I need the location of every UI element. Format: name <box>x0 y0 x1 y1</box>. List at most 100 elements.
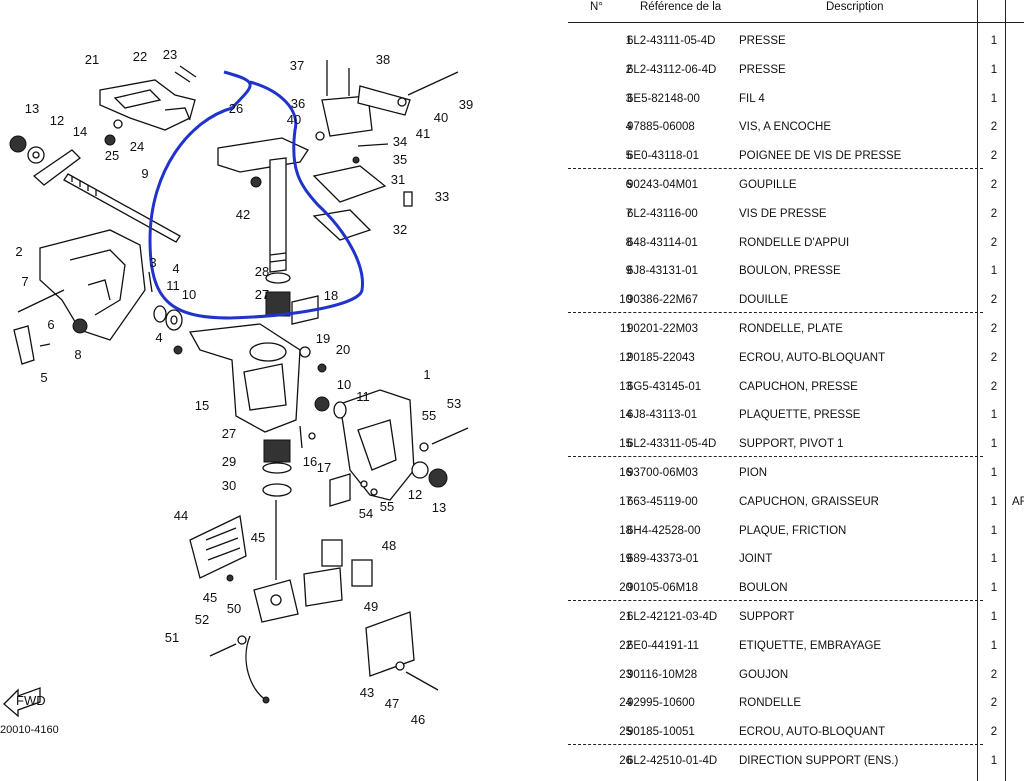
part-bracket-right <box>314 389 415 507</box>
callout-number: 46 <box>411 712 425 727</box>
row-reference: 648-43114-01 <box>627 236 698 249</box>
row-reference: 6L2-43112-06-4D <box>627 63 717 76</box>
row-reference: 6E0-43118-01 <box>627 150 700 163</box>
row-description: CAPUCHON, GRAISSEUR <box>739 495 879 508</box>
callout-number: 26 <box>229 101 243 116</box>
callout-number: 24 <box>130 139 144 154</box>
callout-number: 7 <box>21 274 28 289</box>
callout-number: 51 <box>165 630 179 645</box>
row-description: FIL 4 <box>739 92 765 105</box>
callout-number: 16 <box>303 454 317 469</box>
callout-number: 48 <box>382 538 396 553</box>
callout-number: 14 <box>73 124 87 139</box>
row-quantity: 1 <box>990 553 998 566</box>
row-quantity: 1 <box>990 92 998 105</box>
callout-number: 21 <box>85 52 99 67</box>
row-number: 14 <box>619 409 632 422</box>
row-quantity: 1 <box>990 755 998 767</box>
callout-number: 37 <box>290 58 304 73</box>
callout-number: 55 <box>422 408 436 423</box>
part-upper-right-assembly <box>312 60 459 241</box>
row-description: GOUJON <box>739 668 789 681</box>
part-bushings-lower <box>262 425 316 497</box>
row-quantity: 2 <box>990 668 998 681</box>
row-number: 23 <box>619 668 632 681</box>
callout-number: 29 <box>222 454 236 469</box>
callout-number: 20 <box>336 342 350 357</box>
row-reference: 6L2-42121-03-4D <box>627 611 718 623</box>
callout-number: 10 <box>337 377 351 392</box>
row-description: GOUPILLE <box>739 179 797 191</box>
row-description: DIRECTION SUPPORT (ENS.) <box>739 755 899 767</box>
callout-number: 4 <box>172 261 179 276</box>
row-quantity: 1 <box>990 63 998 76</box>
row-description: PLAQUETTE, PRESSE <box>739 409 861 422</box>
callout-number: 11 <box>356 389 370 404</box>
row-description: JOINT <box>739 553 773 566</box>
part-bushings-upper <box>265 272 319 325</box>
callout-number: 25 <box>105 148 119 163</box>
row-number: 17 <box>619 495 632 508</box>
row-quantity: 1 <box>990 495 998 508</box>
callout-number: 9 <box>141 166 148 181</box>
row-number: 12 <box>619 351 632 364</box>
row-reference: 6J8-43113-01 <box>627 409 698 422</box>
row-description: BOULON, PRESSE <box>739 265 841 278</box>
callout-number: 45 <box>251 530 265 545</box>
callout-number: 13 <box>25 101 39 116</box>
callout-number: 10 <box>182 287 196 302</box>
column-divider <box>1005 0 1006 781</box>
part-steering-bracket <box>217 137 309 273</box>
row-quantity: 1 <box>990 639 998 652</box>
part-bolt-53 <box>419 427 469 452</box>
row-description: VIS, A ENCOCHE <box>739 121 832 134</box>
part-caps-right <box>360 461 448 496</box>
callout-number: 2 <box>15 244 22 259</box>
callout-number: 34 <box>393 134 407 149</box>
callout-number: 54 <box>359 506 373 521</box>
row-number: 25 <box>619 726 632 739</box>
row-reference: 92995-10600 <box>627 697 695 710</box>
row-reference: 6L2-43311-05-4D <box>627 438 717 451</box>
callout-number: 33 <box>435 189 449 204</box>
highlight-loop <box>148 70 364 320</box>
row-number: 6 <box>625 179 632 191</box>
callout-number: 35 <box>393 152 407 167</box>
part-pin-screw <box>299 346 327 373</box>
callout-number: 8 <box>74 347 81 362</box>
row-quantity: 1 <box>990 524 998 537</box>
row-reference: 97885-06008 <box>627 121 695 134</box>
row-description: PLAQUE, FRICTION <box>739 524 847 537</box>
row-quantity: 2 <box>990 323 998 335</box>
part-studs <box>174 65 197 83</box>
row-reference: 6E5-82148-00 <box>627 92 700 105</box>
row-reference: 6L2-43116-00 <box>627 207 698 220</box>
row-number: 3 <box>625 92 632 105</box>
part-swivel-bracket <box>188 323 301 433</box>
callout-number: 44 <box>174 508 188 523</box>
callout-number: 42 <box>236 207 250 222</box>
fwd-arrow: FWD <box>3 687 46 718</box>
row-reference: 663-45119-00 <box>627 495 698 508</box>
row-reference: 689-43373-01 <box>627 553 699 566</box>
part-long-bolt <box>63 173 181 243</box>
row-number: 13 <box>619 380 632 393</box>
part-washers-left <box>148 271 183 355</box>
row-quantity: 1 <box>990 35 998 47</box>
group-separator <box>568 312 983 313</box>
callout-number: 27 <box>222 426 236 441</box>
diagram-drawing: FWD 212223131214252492637383639404034413… <box>3 47 473 727</box>
part-plate-44 <box>189 515 247 579</box>
callout-number: 12 <box>50 113 64 128</box>
group-separator <box>568 600 983 601</box>
